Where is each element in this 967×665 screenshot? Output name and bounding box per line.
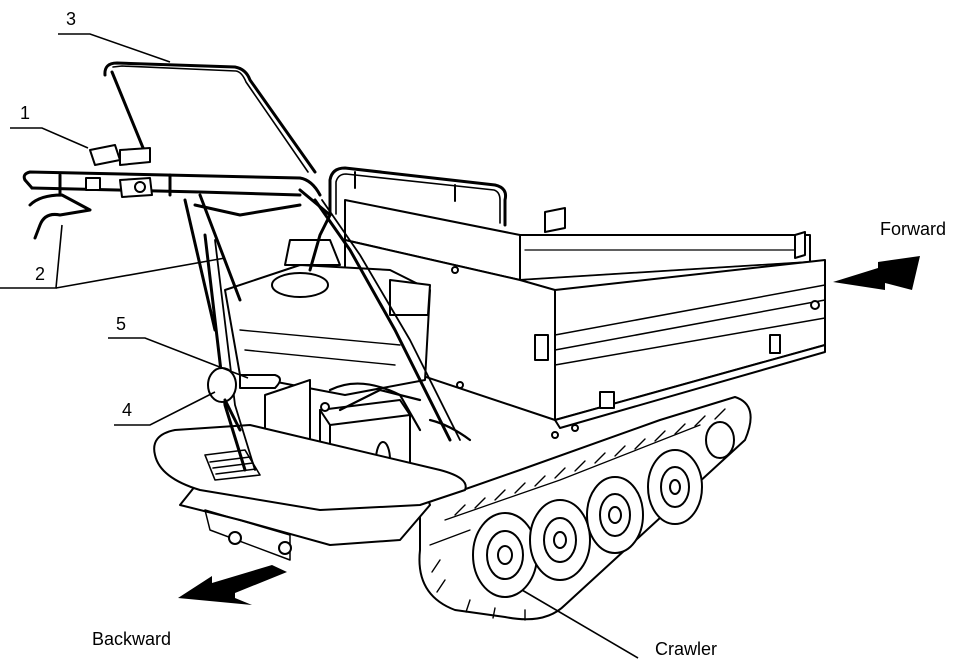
engine [224,239,431,396]
backward-label: Backward [92,629,171,649]
backward-arrow [178,565,287,605]
callout-4-number: 4 [122,400,132,420]
foot-rest [204,449,261,481]
crawler-track [418,396,752,621]
callout-2-number: 2 [35,264,45,284]
crawler-label: Crawler [655,639,717,659]
callout-3-number: 3 [66,9,76,29]
callout-2-leader [0,224,63,289]
hoses [328,382,472,442]
callout-3-leader [58,33,171,63]
control-levers [28,144,153,240]
crawler-leader [521,589,639,659]
callout-5-number: 5 [116,314,126,334]
foot-plate [153,424,467,511]
crawler-carrier-illustration [22,61,826,621]
forward-arrow [833,256,920,290]
forward-label: Forward [880,219,946,239]
callout-4-leader [114,391,216,426]
leader-lines [0,33,639,659]
speed-lever [207,367,281,432]
callout-5-leader [108,337,249,379]
callout-1-leader [10,127,89,149]
bed-guard-rail [328,166,507,227]
callout-1-number: 1 [20,103,30,123]
road-wheels [472,421,735,598]
